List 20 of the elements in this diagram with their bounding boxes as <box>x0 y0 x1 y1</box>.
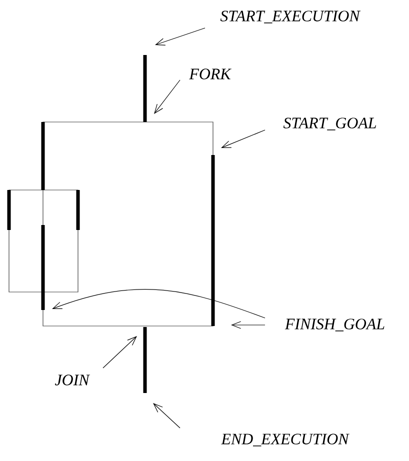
leader-line <box>155 28 206 46</box>
label-text: FORK <box>189 68 232 80</box>
label-text: START_EXECUTION <box>220 10 361 24</box>
thick-bar <box>76 190 80 230</box>
leader-line <box>102 336 137 368</box>
leader-line <box>231 321 266 329</box>
label-text: JOIN <box>54 374 90 386</box>
leader-line <box>52 289 266 318</box>
leader-line <box>153 403 180 428</box>
thick-bar <box>143 55 147 122</box>
label-text: END_EXECUTION <box>221 434 350 446</box>
thick-bar <box>7 190 11 230</box>
thick-bar <box>41 122 45 190</box>
leader-line <box>154 80 180 114</box>
thick-bar <box>41 225 45 310</box>
thick-bar <box>143 327 147 393</box>
label-text: FINISH_GOAL <box>284 318 384 332</box>
leader-line <box>221 130 266 148</box>
label-text: START_GOAL <box>283 118 376 130</box>
thick-bar <box>211 155 215 326</box>
